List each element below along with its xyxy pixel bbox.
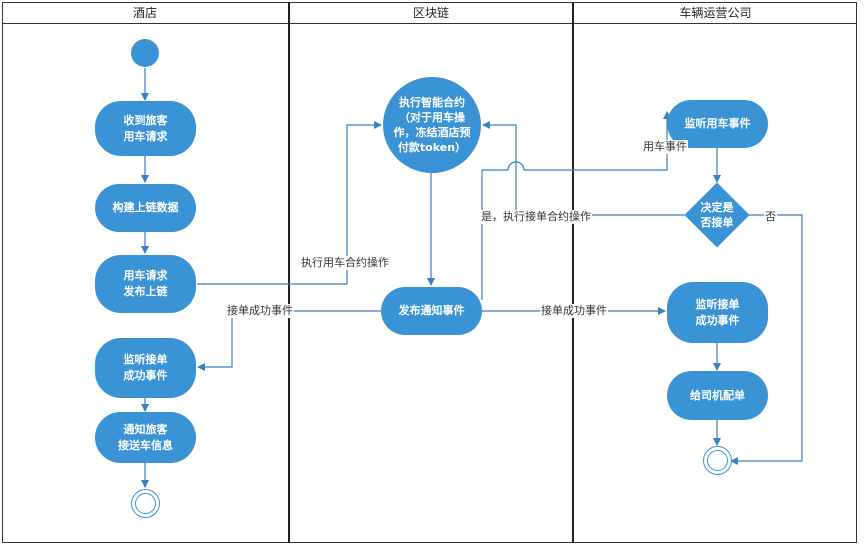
lane-divider-1	[288, 2, 290, 543]
edge-notice-to-car-event	[481, 111, 671, 300]
diagram-frame	[2, 2, 857, 543]
lane-title-operator: 车辆运营公司	[679, 6, 752, 20]
node-publish-notice: 发布通知事件	[381, 287, 482, 335]
node-publish-request: 用车请求 发布上链	[95, 255, 196, 313]
lane-divider-2	[572, 2, 574, 543]
label-accept-success-left: 接单成功事件	[226, 304, 294, 318]
lane-title-blockchain: 区块链	[412, 6, 449, 20]
label-no: 否	[764, 210, 777, 224]
lane-header-divider	[2, 23, 857, 24]
node-decision: 决定是 否接单	[684, 182, 750, 248]
node-listen-accept-hotel: 监听接单 成功事件	[95, 338, 196, 398]
label-accept-success-right: 接单成功事件	[540, 304, 608, 318]
decision-label: 决定是 否接单	[700, 201, 734, 229]
label-yes-exec-accept: 是，执行接单合约操作	[480, 210, 592, 224]
end-node-hotel	[131, 489, 160, 518]
edge-decision-yes-to-contract	[482, 121, 686, 216]
edge-notice-to-hotel-listen	[197, 310, 381, 371]
node-assign-driver: 给司机配单	[667, 371, 768, 420]
label-exec-car-contract: 执行用车合约操作	[300, 256, 390, 270]
node-execute-contract: 执行智能合约 （对于用车操 作，冻结酒店预 付款token）	[383, 77, 481, 173]
edge-publish-to-contract	[197, 121, 382, 285]
end-node-operator	[703, 446, 732, 475]
node-listen-accept-operator: 监听接单 成功事件	[667, 282, 768, 343]
node-build-data: 构建上链数据	[95, 184, 196, 232]
start-node	[131, 39, 159, 67]
node-receive-request: 收到旅客 用车请求	[95, 101, 196, 156]
lane-title-hotel: 酒店	[132, 6, 157, 20]
label-car-event: 用车事件	[642, 140, 688, 154]
node-notify-passenger: 通知旅客 接送车信息	[95, 412, 196, 463]
